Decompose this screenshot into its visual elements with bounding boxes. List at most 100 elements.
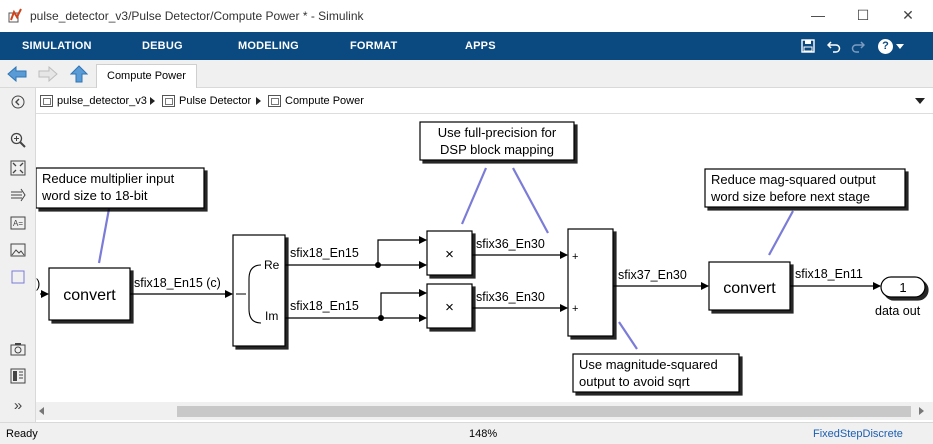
breadcrumb-dropdown-icon[interactable] [915,98,925,104]
tab-simulation[interactable]: SIMULATION [22,40,92,52]
zoom-in-icon [10,132,26,148]
model-icon [40,95,53,107]
convert-block-2-label: convert [723,280,776,297]
annotation-magnitude-squared[interactable]: Use magnitude-squared output to avoid sq… [572,353,740,393]
sum-sign-2: + [572,303,578,315]
save-icon [801,39,815,53]
collapse-circle-icon [11,95,25,109]
navigation-bar: Compute Power [0,60,933,88]
simulink-app-icon [8,8,22,23]
hide-browser-button[interactable] [8,92,28,112]
screenshot-button[interactable] [8,339,28,359]
sum-block[interactable] [567,228,614,337]
ribbon-tabs: SIMULATION DEBUG MODELING FORMAT APPS ? [0,32,933,60]
breadcrumb-item-model[interactable]: pulse_detector_v3 [40,95,147,107]
image-button[interactable] [8,240,28,260]
close-button[interactable]: ✕ [893,4,923,26]
signal-label-re-out: sfix18_En15 [290,246,359,260]
signal-label-mult1-out: sfix36_En30 [476,237,545,251]
chevron-down-icon [896,43,904,49]
annotation-line: output to avoid sqrt [579,374,690,389]
outport-data-out[interactable] [880,276,926,298]
annotation-line: Use full-precision for [438,125,557,140]
annotation-icon: A= [10,216,26,230]
up-arrow-icon [70,65,88,83]
tab-compute-power[interactable]: Compute Power [96,64,197,88]
help-icon: ? [878,38,893,54]
horizontal-scrollbar[interactable] [36,402,933,420]
solver-link[interactable]: FixedStepDiscrete [813,428,903,440]
tab-modeling[interactable]: MODELING [238,40,299,52]
up-button[interactable] [68,64,90,84]
tab-apps[interactable]: APPS [465,40,496,52]
multiply-block-1[interactable] [426,230,473,276]
model-canvas[interactable]: pulse_detector_v3 Pulse Detector Compute… [36,88,933,422]
expand-palette-button[interactable]: » [8,395,28,415]
tab-format[interactable]: FORMAT [350,40,398,52]
back-button[interactable] [6,64,28,84]
undo-button[interactable] [824,37,844,55]
multiply-block-2[interactable] [426,283,473,329]
subsystem-icon [162,95,175,107]
back-arrow-icon [7,66,27,82]
fit-view-icon [10,160,26,176]
sum-sign-1: + [572,251,578,263]
svg-text:A=: A= [13,219,23,228]
area-button[interactable] [8,267,28,287]
outport-number: 1 [899,280,906,295]
scroll-left-icon[interactable] [39,407,44,415]
undo-icon [827,41,841,53]
subsystem-icon [268,95,281,107]
annotation-line: DSP block mapping [440,142,554,157]
save-button[interactable] [798,37,818,55]
route-lines-button[interactable] [8,185,28,205]
breadcrumb-label: Pulse Detector [179,95,252,107]
im-port-label: Im [265,309,278,323]
forward-arrow-icon [38,66,58,82]
fit-to-view-button[interactable] [8,158,28,178]
signal-label-sum-out: sfix37_En30 [618,268,687,282]
scroll-right-icon[interactable] [919,407,924,415]
signal-label-im-out: sfix18_En15 [290,299,359,313]
input-port-partial: ) [36,276,40,291]
forward-button[interactable] [37,64,59,84]
outport-name: data out [875,304,921,318]
zoom-button[interactable] [8,130,28,150]
area-icon [11,270,25,284]
property-inspector-button[interactable] [8,366,28,386]
maximize-button[interactable]: ☐ [848,4,878,26]
double-chevron-right-icon: » [13,396,23,414]
minimize-button[interactable]: — [803,4,833,26]
annotation-full-precision[interactable]: Use full-precision for DSP block mapping [419,121,575,161]
signal-label-mult2-out: sfix36_En30 [476,290,545,304]
redo-button[interactable] [848,37,868,55]
annotation-button[interactable]: A= [8,213,28,233]
annotation-reduce-input[interactable]: Reduce multiplier input word size to 18-… [36,167,205,209]
breadcrumb-separator-icon [150,97,155,105]
breadcrumb-item-pulse-detector[interactable]: Pulse Detector [162,95,251,107]
status-bar: Ready 148% FixedStepDiscrete [0,422,933,444]
annotation-line: word size to 18-bit [41,188,148,203]
complex-to-real-imag-block[interactable] [232,234,286,347]
minimize-icon: — [811,7,825,23]
title-bar: pulse_detector_v3/Pulse Detector/Compute… [0,0,933,32]
annotation-line: Reduce mag-squared output [711,172,876,187]
multiply-symbol-1: × [445,246,454,263]
multiply-symbol-2: × [445,299,454,316]
tab-debug[interactable]: DEBUG [142,40,183,52]
annotation-line: Reduce multiplier input [42,171,175,186]
property-inspector-icon [10,368,26,384]
breadcrumb-item-compute-power[interactable]: Compute Power [268,95,364,107]
annotation-leaders [97,167,794,350]
annotation-line: word size before next stage [710,189,870,204]
signal-label-convert2-out: sfix18_En11 [795,267,863,281]
help-button[interactable]: ? [876,37,906,55]
close-icon: ✕ [902,6,914,23]
annotation-reduce-output[interactable]: Reduce mag-squared output word size befo… [704,168,906,208]
breadcrumb-label: pulse_detector_v3 [57,95,147,107]
annotation-line: Use magnitude-squared [579,357,718,372]
breadcrumb-label: Compute Power [285,95,364,107]
scrollbar-thumb[interactable] [177,406,911,417]
convert-block-1[interactable] [48,267,131,321]
zoom-level: 148% [469,428,498,440]
